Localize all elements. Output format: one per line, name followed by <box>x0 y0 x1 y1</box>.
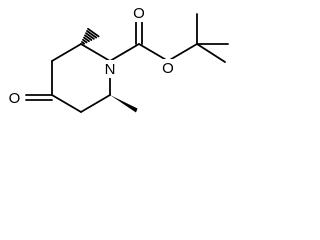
atom-ester-oxygen: O <box>161 59 175 77</box>
atom-label-o-ester: O <box>162 60 174 77</box>
bond-n-carbonyl <box>109 43 140 62</box>
bond-ester-o-tbu <box>167 43 198 62</box>
atom-carbamate-carbonyl-oxygen: O <box>132 4 146 22</box>
bond-c4-c5 <box>51 94 82 113</box>
bond-c2-n <box>80 43 111 62</box>
bond-c2-c3 <box>51 43 82 62</box>
bond-c5-c6 <box>80 94 111 113</box>
atom-ketone-oxygen: O <box>8 89 21 107</box>
atom-nitrogen: N <box>103 60 117 78</box>
atom-label-n: N <box>105 61 116 78</box>
hashed-wedge-upper-methyl <box>80 27 100 45</box>
solid-wedge-lower-methyl <box>110 95 138 113</box>
atom-label-o-ketone: O <box>9 90 21 107</box>
bond-tbu-methyl-down <box>196 43 226 63</box>
atom-label-o-carbonyl: O <box>133 5 145 22</box>
chemical-structure-diagram: O N O O <box>8 4 229 113</box>
bond-carbonyl-ester-o <box>138 43 169 62</box>
